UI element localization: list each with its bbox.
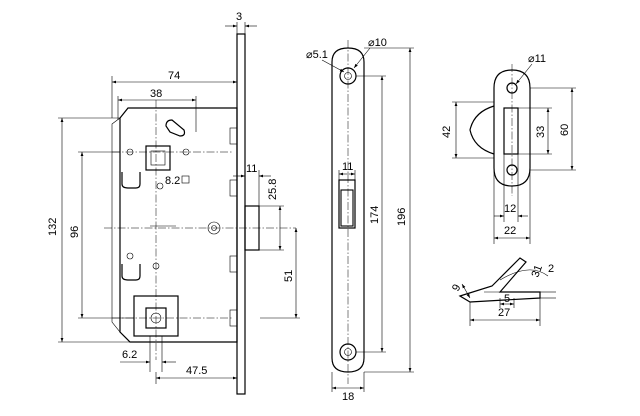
- u-holder-top: [121, 172, 141, 189]
- dim-132: 132: [47, 218, 59, 236]
- strike-plate-dimensions: ⌀11 42 33 60 12 22: [441, 53, 576, 244]
- dim-strike-12: 12: [504, 203, 516, 215]
- u-holder-bottom: [121, 264, 141, 281]
- top-slot: [165, 119, 186, 137]
- strike-plate-lip: [469, 105, 495, 155]
- dim-3: 3: [236, 11, 242, 23]
- strike-section-dimensions: 9 31 2 5 27: [450, 263, 556, 326]
- strike-slot: [503, 107, 519, 155]
- dim-sec-27: 27: [498, 307, 510, 319]
- faceplate-dimensions: ⌀5.1 ⌀10 11 174 196 18: [306, 37, 414, 403]
- screw-hole: [126, 252, 134, 260]
- lug: [229, 179, 238, 197]
- dim-74: 74: [168, 70, 180, 82]
- dim-38: 38: [150, 88, 162, 100]
- dim-strike-42: 42: [441, 126, 453, 138]
- lock-body-view: [104, 33, 296, 395]
- latch-follower: [145, 145, 171, 171]
- faceplate-strip: [236, 33, 246, 395]
- dim-47-5: 47.5: [186, 365, 207, 377]
- lock-body-dimensions: 3 74 38 132 96 8.2 11 25.8: [47, 11, 300, 384]
- dim-51: 51: [283, 270, 295, 282]
- dim-25-8: 25.8: [267, 179, 279, 200]
- dim-11: 11: [246, 163, 257, 175]
- dim-sec-31: 31: [530, 263, 545, 279]
- faceplate-outline: [331, 47, 365, 373]
- latch-window: [338, 179, 356, 229]
- strike-section-view: [458, 257, 549, 303]
- dim-8-2: 8.2: [165, 175, 180, 187]
- dim-sec-5: 5: [504, 293, 510, 305]
- latch-window-inner: [340, 189, 354, 227]
- strike-plate-view: [469, 64, 531, 196]
- dim-196: 196: [396, 208, 408, 226]
- dim-hole-10: ⌀10: [368, 37, 387, 49]
- screw-hole: [156, 182, 164, 190]
- dim-sec-2: 2: [548, 263, 554, 275]
- latch-follower-square: [150, 150, 166, 166]
- strike-plate-outline: [493, 69, 531, 187]
- dim-strike-33: 33: [535, 126, 547, 138]
- faceplate-front-view: [331, 40, 365, 384]
- dim-strike-hole-11: ⌀11: [528, 53, 546, 65]
- square-symbol: [181, 175, 190, 184]
- lug: [229, 255, 238, 273]
- dim-6-2: 6.2: [122, 349, 137, 361]
- dim-18: 18: [342, 391, 354, 403]
- dim-96: 96: [69, 226, 81, 238]
- dim-strike-60: 60: [559, 124, 571, 136]
- dim-window-11: 11: [342, 161, 353, 173]
- dim-hole-5-1: ⌀5.1: [306, 49, 328, 61]
- lug: [229, 127, 238, 145]
- lock-case-edge: [111, 117, 121, 333]
- dim-174: 174: [369, 206, 381, 224]
- dim-sec-9: 9: [450, 282, 463, 293]
- angle-arc: [499, 269, 549, 281]
- dim-strike-22: 22: [504, 225, 516, 237]
